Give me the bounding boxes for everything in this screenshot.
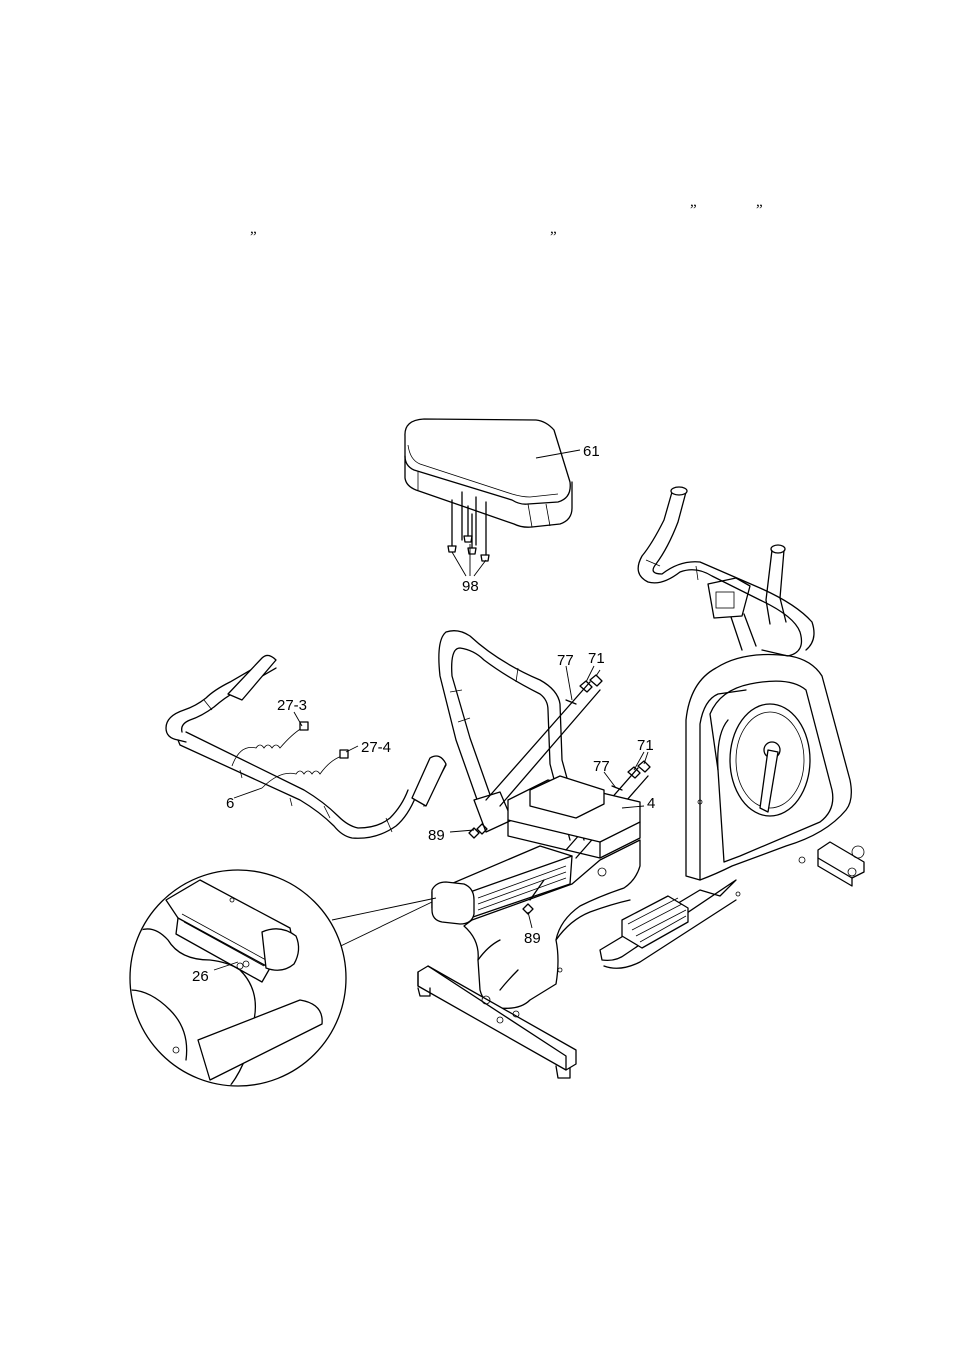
seat-screws bbox=[448, 500, 489, 561]
callout-nut-right: 71 bbox=[637, 737, 654, 754]
callout-wire-a: 27-3 bbox=[277, 697, 307, 714]
callout-seat-screws: 98 bbox=[462, 578, 479, 595]
callout-frame: 4 bbox=[647, 795, 655, 812]
rear-handlebar bbox=[166, 655, 446, 838]
callout-bolt-right: 89 bbox=[524, 930, 541, 947]
detail-magnifier bbox=[130, 870, 436, 1086]
sensor-wire-a bbox=[232, 722, 308, 766]
callout-rear-handlebar: 6 bbox=[226, 795, 234, 812]
callout-washer-right: 77 bbox=[593, 758, 610, 775]
sensor-wire-b bbox=[262, 750, 348, 788]
front-stabilizer bbox=[818, 842, 864, 886]
callout-nut-left: 71 bbox=[588, 650, 605, 667]
front-handlebar bbox=[638, 487, 814, 656]
callout-washer-left: 77 bbox=[557, 652, 574, 669]
callout-detail-part: 26 bbox=[192, 968, 209, 985]
callout-seat: 61 bbox=[583, 443, 600, 460]
callout-bolt-left: 89 bbox=[428, 827, 445, 844]
seat-cushion bbox=[405, 419, 572, 555]
callout-wire-b: 27-4 bbox=[361, 739, 391, 756]
